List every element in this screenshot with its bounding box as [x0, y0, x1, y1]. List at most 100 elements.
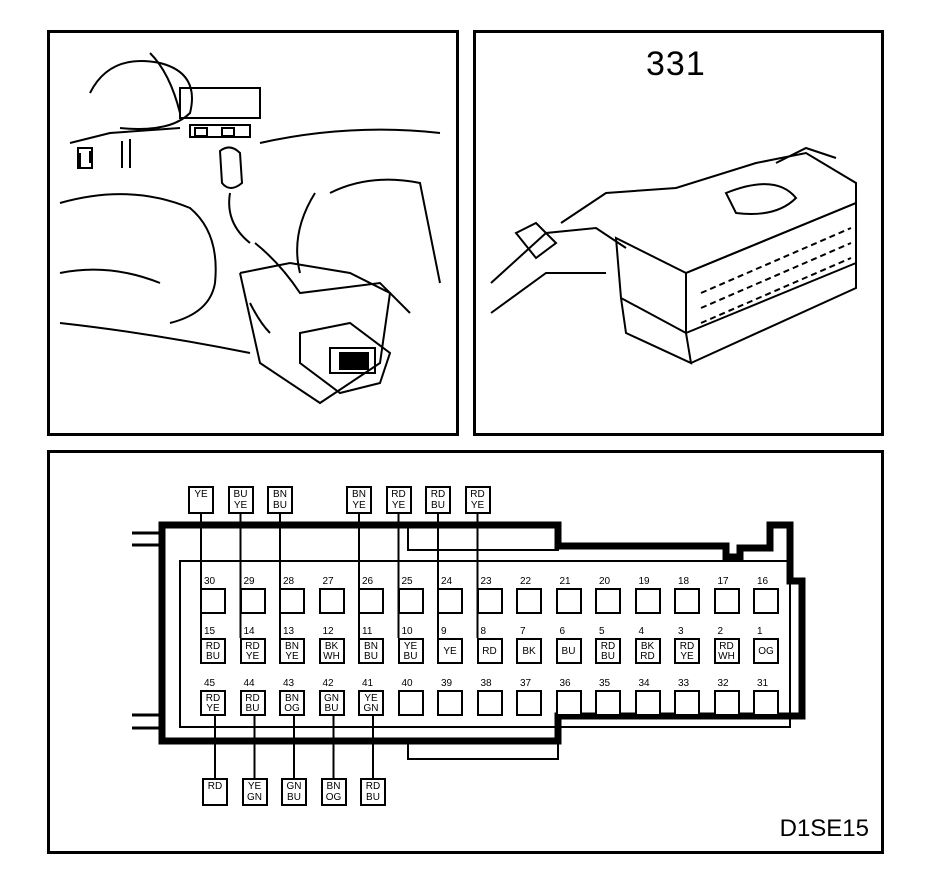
pin-number: 45: [204, 678, 216, 689]
pin-number: 13: [283, 626, 295, 637]
pin-20: [595, 588, 621, 614]
pin-number: 19: [638, 576, 650, 587]
pin-number: 9: [441, 626, 447, 637]
connector-label: 331: [646, 45, 706, 83]
pin-27: [318, 588, 345, 614]
pin-18: [674, 588, 700, 614]
location-illustration-panel: [47, 30, 459, 436]
pin-number: 41: [362, 678, 374, 689]
pin-number: 3: [678, 626, 684, 637]
pin-40: [397, 690, 424, 716]
pin-16: [753, 588, 779, 614]
pin-number: 14: [243, 626, 255, 637]
pin-number: 10: [401, 626, 413, 637]
pin-number: 42: [322, 678, 334, 689]
pin-number: 36: [559, 678, 571, 689]
pin-number: 33: [678, 678, 690, 689]
pin-39: [437, 690, 463, 716]
pin-21: [555, 588, 582, 614]
pin-number: 28: [283, 576, 295, 587]
pin-19: [634, 588, 661, 614]
connector-outline: [132, 514, 806, 778]
pin-number: 25: [401, 576, 413, 587]
pin-number: 39: [441, 678, 453, 689]
pin-number: 29: [243, 576, 255, 587]
pin-number: 17: [717, 576, 729, 587]
pin-33: [674, 690, 700, 716]
pin-number: 23: [480, 576, 492, 587]
wire-label-upper: YE: [188, 486, 214, 514]
pin-number: 8: [480, 626, 487, 637]
pin-number: 11: [362, 626, 373, 637]
pin-number: 31: [757, 678, 769, 689]
pin-25: [397, 588, 424, 614]
pin-number: 21: [559, 576, 571, 587]
pin-number: 15: [204, 626, 216, 637]
pin-number: 34: [638, 678, 650, 689]
pin-35: [595, 690, 621, 716]
pin-number: 38: [480, 678, 492, 689]
pin-number: 43: [283, 678, 295, 689]
pin-number: 5: [599, 626, 605, 637]
pin-number: 35: [599, 678, 611, 689]
pin-number: 30: [204, 576, 216, 587]
pin-29: [239, 588, 266, 614]
pin-23: [476, 588, 503, 614]
pin-number: 18: [678, 576, 690, 587]
pin-number: 7: [520, 626, 526, 637]
pin-7: BK: [516, 638, 542, 664]
pin-8: RD: [476, 638, 503, 664]
connector-drawing: [490, 146, 857, 365]
pin-31: [753, 690, 779, 716]
pin-number: 4: [638, 626, 645, 637]
pin-number: 1: [757, 626, 763, 637]
pin-number: 37: [520, 678, 532, 689]
diagram-code: D1SE15: [779, 815, 869, 842]
pin-38: [476, 690, 503, 716]
pin-number: 16: [757, 576, 769, 587]
pin-37: [516, 690, 542, 716]
pin-number: 40: [401, 678, 413, 689]
pin-number: 26: [362, 576, 374, 587]
pin-number: 24: [441, 576, 453, 587]
pin-36: [555, 690, 582, 716]
pin-34: [634, 690, 661, 716]
pin-number: 32: [717, 678, 729, 689]
pin-26: [358, 588, 384, 614]
pin-number: 20: [599, 576, 611, 587]
pin-number: 22: [520, 576, 532, 587]
pin-number: 12: [322, 626, 334, 637]
pin-6: BU: [555, 638, 582, 664]
pin-24: [437, 588, 463, 614]
pin-22: [516, 588, 542, 614]
connector-illustration-panel: 331: [473, 30, 884, 436]
pin-28: [279, 588, 305, 614]
pin-number: 6: [559, 626, 566, 637]
pin-number: 2: [717, 626, 724, 637]
pin-number: 27: [322, 576, 334, 587]
pin-9: YE: [437, 638, 463, 664]
